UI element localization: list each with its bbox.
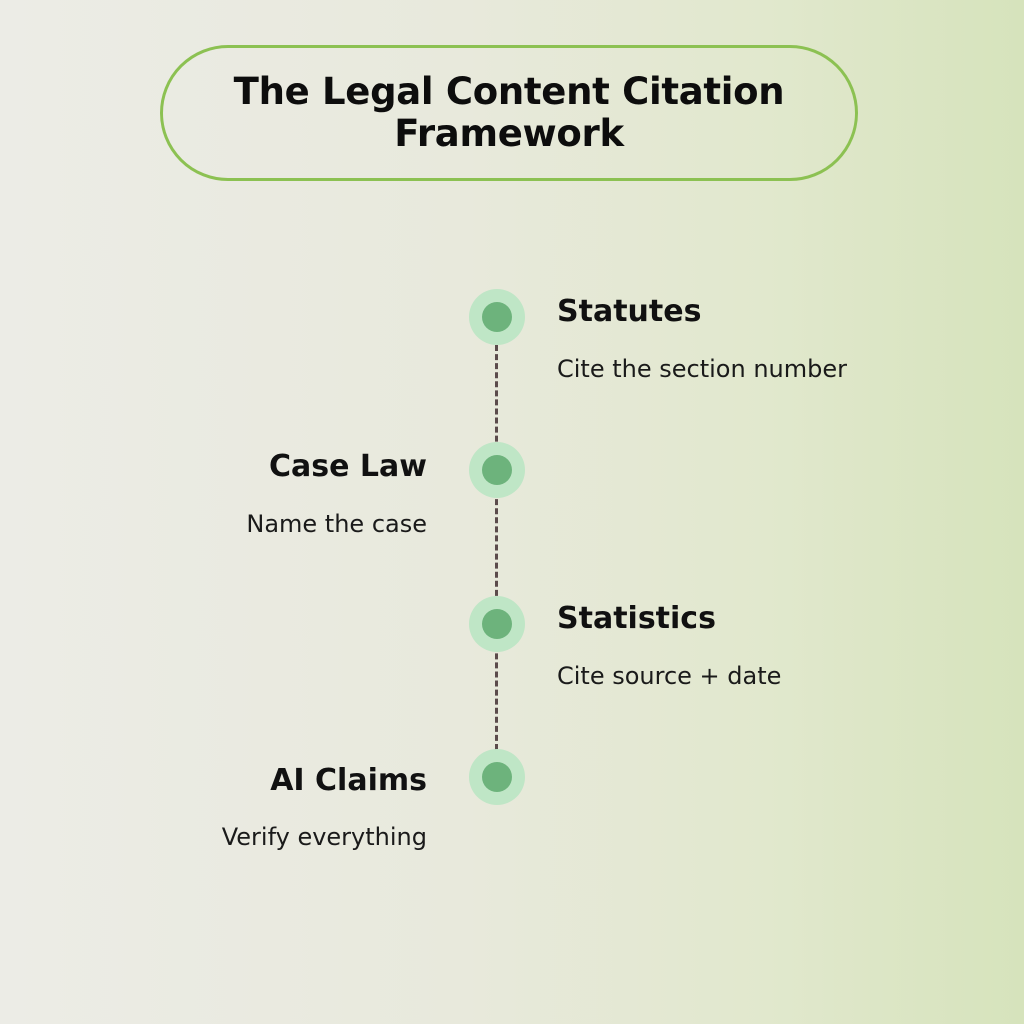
step-description-statutes: Cite the section number (557, 355, 847, 383)
timeline-dot (482, 455, 512, 485)
timeline-dot (482, 609, 512, 639)
timeline-node-statistics (469, 596, 525, 652)
timeline-dot (482, 302, 512, 332)
step-description-ai-claims: Verify everything (221, 823, 427, 851)
title-banner: The Legal Content Citation Framework (160, 45, 858, 181)
page-title: The Legal Content Citation Framework (233, 70, 785, 155)
step-title-case-law: Case Law (269, 449, 427, 484)
step-description-statistics: Cite source + date (557, 662, 782, 690)
timeline-dot (482, 762, 512, 792)
step-title-statistics: Statistics (557, 601, 716, 636)
step-title-ai-claims: AI Claims (270, 763, 427, 798)
timeline-node-ai-claims (469, 749, 525, 805)
timeline-node-statutes (469, 289, 525, 345)
step-title-statutes: Statutes (557, 294, 702, 329)
timeline-node-case-law (469, 442, 525, 498)
step-description-case-law: Name the case (246, 510, 427, 538)
timeline-connector (495, 345, 498, 750)
